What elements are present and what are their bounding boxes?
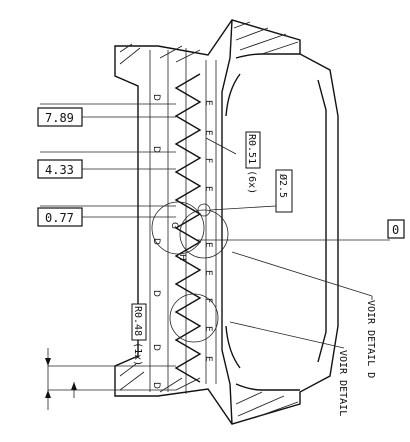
dimension-4-33: 4.33: [37, 151, 176, 179]
radius-label-bottom: R0.48 (1x): [131, 303, 147, 366]
svg-text:E: E: [203, 242, 213, 248]
detail-label: VOIR DETAIL: [337, 350, 348, 416]
svg-text:D: D: [151, 146, 161, 153]
svg-text:E: E: [203, 100, 213, 106]
svg-text:F: F: [203, 298, 213, 303]
radius-label-top: R0.51 (6x): [245, 131, 261, 194]
vertical-dimension: [45, 348, 176, 410]
svg-text:D: D: [151, 344, 161, 351]
svg-text:E: E: [203, 326, 213, 332]
profile-letters: E E F E E E F E E D D D D D D G H: [151, 94, 213, 389]
svg-text:E: E: [203, 186, 213, 192]
dimension-0-77: 0.77: [37, 205, 176, 227]
dimension-value: 4.33: [45, 163, 74, 177]
svg-text:R0.51 (6x): R0.51 (6x): [246, 134, 257, 194]
detail-d-label: VOIR DETAIL D: [365, 300, 376, 378]
thread-profile: [174, 73, 202, 383]
detail-circles: [151, 201, 229, 343]
svg-text:D: D: [151, 238, 161, 245]
dimension-value: 7.89: [45, 111, 74, 125]
reference-box: 0: [387, 219, 405, 239]
svg-text:D: D: [151, 94, 161, 101]
svg-text:Ø2.5: Ø2.5: [277, 174, 289, 198]
svg-text:E: E: [203, 130, 213, 136]
svg-text:VOIR DETAIL: VOIR DETAIL: [337, 350, 348, 416]
svg-text:F: F: [203, 158, 213, 163]
diameter-label: Ø2.5: [275, 169, 293, 213]
svg-text:0: 0: [392, 223, 399, 237]
part-outline: [114, 19, 339, 425]
svg-text:R0.48 (1x): R0.48 (1x): [132, 306, 143, 366]
dimension-value: 0.77: [45, 211, 74, 225]
svg-text:E: E: [203, 356, 213, 362]
svg-text:D: D: [151, 290, 161, 297]
svg-text:D: D: [151, 382, 161, 389]
dimension-7-89: 7.89: [37, 103, 176, 127]
svg-text:H: H: [177, 254, 187, 261]
svg-text:E: E: [203, 270, 213, 276]
construction-lines: [149, 48, 390, 394]
svg-text:VOIR DETAIL D: VOIR DETAIL D: [365, 300, 376, 378]
svg-text:G: G: [169, 222, 179, 229]
